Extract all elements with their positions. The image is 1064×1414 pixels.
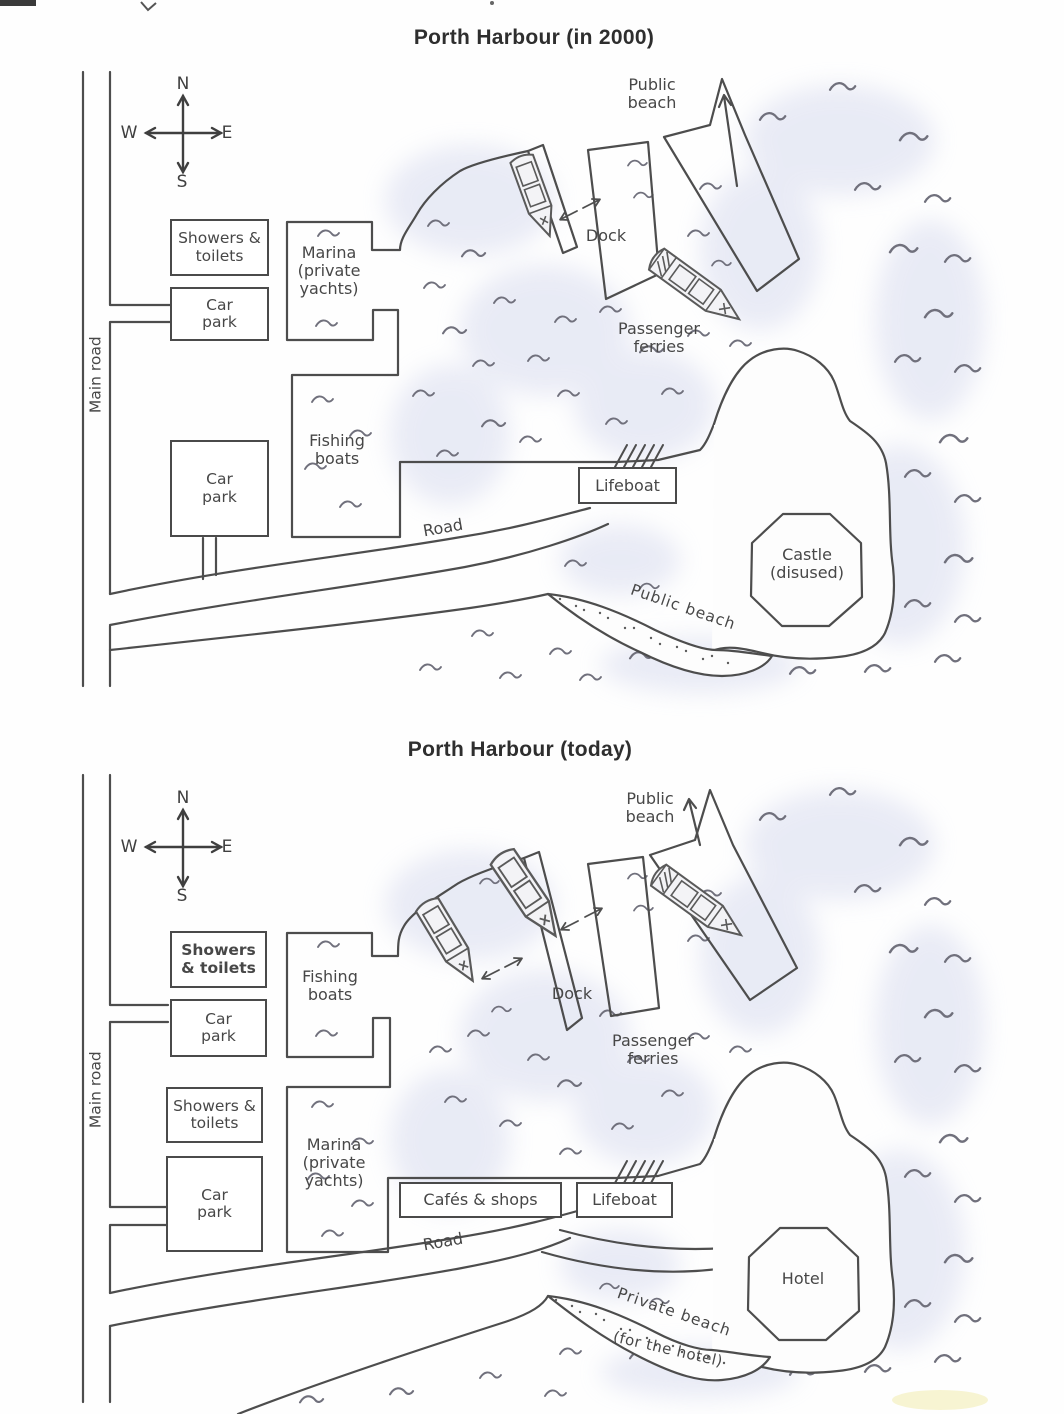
main-road-line bbox=[81, 70, 172, 688]
pier-3-spit bbox=[648, 788, 799, 1002]
harbour-road bbox=[108, 1206, 590, 1328]
public-beach-arrow bbox=[682, 797, 702, 847]
compass-n: N bbox=[176, 788, 190, 808]
car-park-box: Car park bbox=[170, 440, 269, 537]
car-park-box: Car park bbox=[170, 287, 269, 341]
coastline-quay bbox=[285, 856, 716, 1254]
hotel-label: Hotel bbox=[781, 1269, 825, 1288]
direction-arrow-sw bbox=[558, 916, 581, 935]
pier-2-dock bbox=[586, 855, 661, 1018]
pier-1 bbox=[522, 850, 584, 1032]
main-road-line bbox=[81, 773, 170, 1404]
public-beach-strip bbox=[546, 592, 774, 678]
fishing-boats-label: Fishing boats bbox=[302, 967, 358, 1004]
dock-label: Dock bbox=[585, 226, 627, 245]
main-road-label: Main road bbox=[86, 336, 105, 414]
slipway-hatches bbox=[614, 1160, 664, 1184]
map-2000-geometry bbox=[81, 70, 896, 688]
passenger-ferries-label: Passenger ferries bbox=[612, 1031, 694, 1068]
compass-s: S bbox=[176, 886, 188, 906]
passenger-ferries-label: Passenger ferries bbox=[618, 319, 700, 356]
lifeboat-box: Lifeboat bbox=[578, 467, 677, 504]
compass-rose-icon bbox=[144, 808, 223, 888]
compass-n: N bbox=[176, 74, 190, 94]
slipway-hatches bbox=[614, 444, 664, 468]
beach-sand-dots bbox=[554, 1298, 726, 1365]
public-beach-north-label: Public beach bbox=[627, 75, 677, 112]
map-today-geometry bbox=[81, 773, 896, 1414]
direction-arrow-ne bbox=[502, 953, 525, 972]
south-shore bbox=[236, 1294, 550, 1414]
scan-marks bbox=[0, 0, 988, 1410]
compass-w: W bbox=[120, 123, 138, 143]
dock-label: Dock bbox=[551, 984, 593, 1003]
main-road-label: Main road bbox=[86, 1051, 105, 1129]
lifeboat-box: Lifeboat bbox=[576, 1182, 673, 1218]
direction-arrow-ne bbox=[580, 194, 603, 213]
fishing-boats-label: Fishing boats bbox=[309, 431, 365, 468]
cafes-shops-box: Cafés & shops bbox=[399, 1182, 562, 1218]
coastline-quay bbox=[285, 149, 716, 539]
public-beach-north-label: Public beach bbox=[625, 789, 675, 826]
marina-label: Marina (private yachts) bbox=[302, 1135, 366, 1190]
compass-rose-icon bbox=[144, 94, 223, 174]
water-tint bbox=[385, 85, 985, 1398]
hotel-outline bbox=[746, 1226, 861, 1342]
castle-outline bbox=[749, 512, 864, 628]
showers-toilets-box: Showers & toilets bbox=[166, 1087, 263, 1143]
beach-sand-dots bbox=[558, 597, 730, 665]
south-shore bbox=[108, 592, 550, 652]
car-park-box: Car park bbox=[170, 999, 267, 1057]
compass-w: W bbox=[120, 837, 138, 857]
pier-3-spit bbox=[662, 77, 801, 293]
harbour-road bbox=[108, 506, 610, 627]
compass-e: E bbox=[221, 123, 233, 143]
car-park-box: Car park bbox=[166, 1156, 263, 1252]
marina-label: Marina (private yachts) bbox=[297, 243, 361, 298]
pier-2-dock bbox=[586, 140, 661, 301]
showers-toilets-box: Showers & toilets bbox=[170, 219, 269, 276]
direction-arrow-sw bbox=[479, 965, 502, 984]
private-beach-strip bbox=[546, 1294, 772, 1382]
map-2000-title: Porth Harbour (in 2000) bbox=[413, 26, 655, 49]
showers-toilets-box: Showers & toilets bbox=[170, 931, 267, 988]
castle-label: Castle (disused) bbox=[770, 545, 844, 582]
public-beach-arrow bbox=[717, 93, 739, 188]
compass-s: S bbox=[176, 172, 188, 192]
compass-e: E bbox=[221, 837, 233, 857]
map-today-title: Porth Harbour (today) bbox=[407, 738, 633, 761]
